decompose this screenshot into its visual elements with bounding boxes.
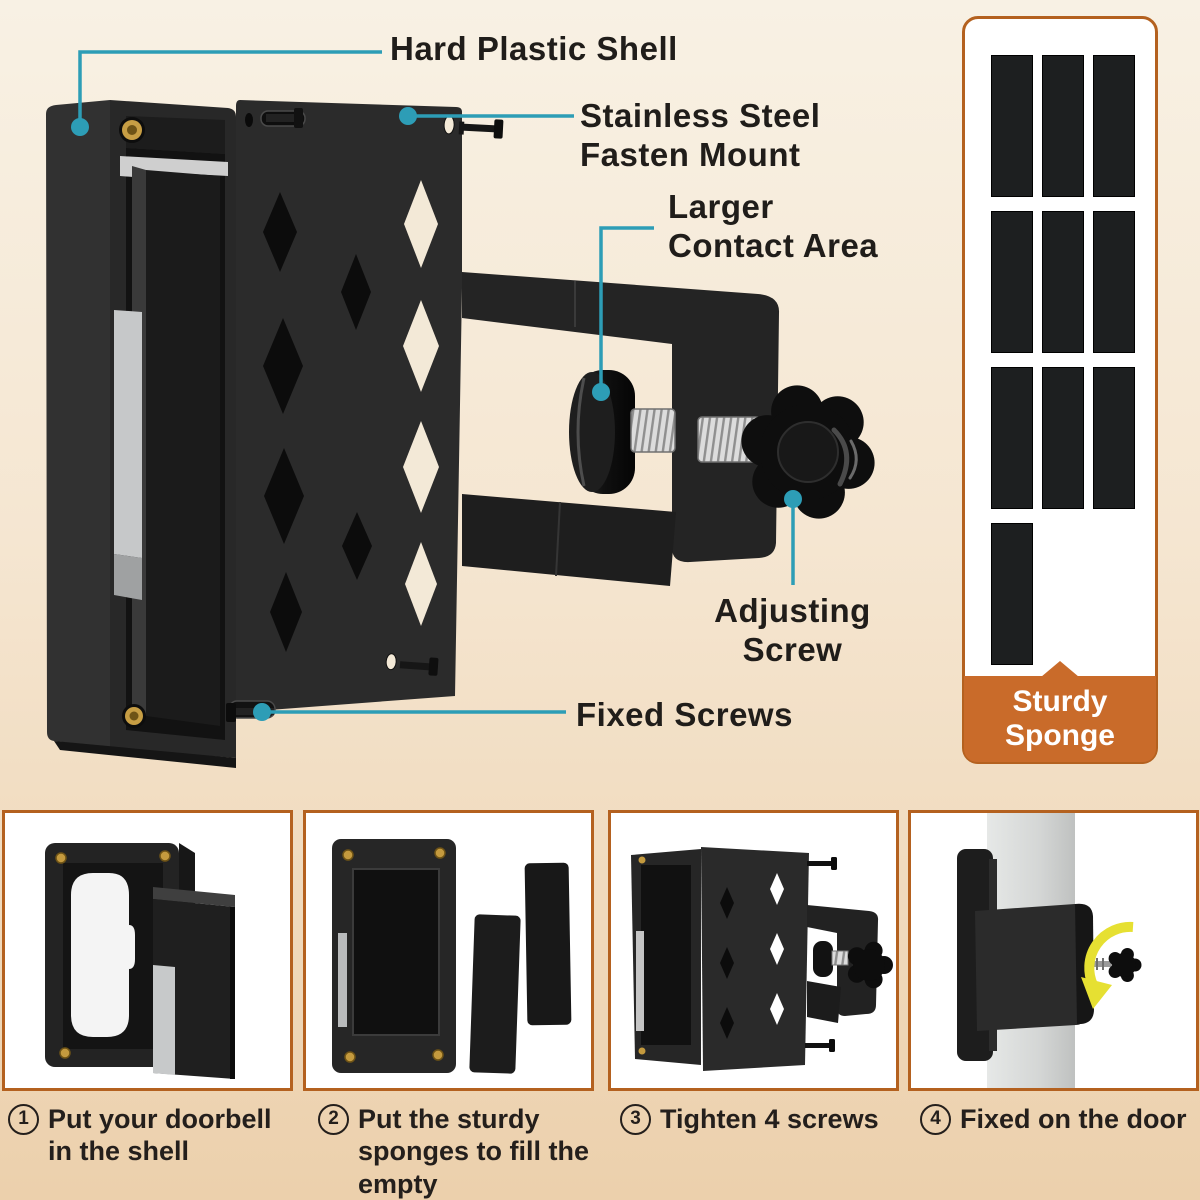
step4-number: 4 <box>920 1104 951 1135</box>
step3-image <box>631 847 893 1071</box>
sponge-strip <box>991 55 1033 197</box>
label-hard-plastic-shell: Hard Plastic Shell <box>390 30 678 67</box>
step2-image <box>332 839 572 1074</box>
step1-panel <box>2 810 293 1091</box>
step4-panel <box>908 810 1199 1091</box>
step2-panel <box>303 810 594 1091</box>
label-stainless-steel-mount: Stainless Steel Fasten Mount <box>580 97 821 173</box>
contact-pad-graphic <box>569 370 635 494</box>
sponge-label: Sturdy Sponge <box>1005 685 1115 752</box>
step1-caption-text: Put your doorbell in the shell <box>48 1104 272 1167</box>
step1-image <box>45 843 235 1079</box>
callout-dot-mount <box>399 107 417 125</box>
step2-number: 2 <box>318 1104 349 1135</box>
sponge-panel: Sturdy Sponge <box>962 16 1158 764</box>
sponge-band: Sturdy Sponge <box>964 661 1156 762</box>
shell-graphic <box>46 100 236 768</box>
step4-image <box>957 813 1142 1088</box>
step2-caption-text: Put the sturdy sponges to fill the empty <box>358 1104 590 1199</box>
sponge-strip <box>991 367 1033 509</box>
mount-plate-graphic <box>226 100 504 722</box>
sponge-strip <box>1093 367 1135 509</box>
sponge-strip <box>1093 211 1135 353</box>
step4-caption: 4 Fixed on the door <box>920 1103 1187 1135</box>
sponge-strip <box>991 211 1033 353</box>
sponge-strip <box>1093 55 1135 197</box>
callout-dot-shell <box>71 118 89 136</box>
label-larger-contact-area: Larger Contact Area <box>668 188 879 264</box>
step3-caption: 3 Tighten 4 screws <box>620 1103 879 1135</box>
sponge-grid <box>965 19 1155 665</box>
callout-dot-knob <box>784 490 802 508</box>
step1-caption: 1 Put your doorbell in the shell <box>8 1103 298 1168</box>
sponge-strip <box>1042 367 1084 509</box>
sponge-strip <box>1042 211 1084 353</box>
callout-dot-screws <box>253 703 271 721</box>
step3-caption-text: Tighten 4 screws <box>660 1104 879 1134</box>
step4-caption-text: Fixed on the door <box>960 1104 1187 1134</box>
callout-line-shell <box>78 50 382 127</box>
adjust-knob-graphic <box>741 385 875 519</box>
sponge-strip <box>991 523 1033 665</box>
step3-number: 3 <box>620 1104 651 1135</box>
sponge-strip <box>1042 55 1084 197</box>
callout-dot-contact <box>592 383 610 401</box>
callout-line-contact <box>599 226 654 390</box>
clamp-graphic <box>462 272 875 586</box>
sponge-band-notch <box>1041 661 1079 677</box>
label-adjusting-screw: Adjusting Screw <box>714 592 871 668</box>
step1-number: 1 <box>8 1104 39 1135</box>
fixed-screw-bottom-right <box>385 653 439 676</box>
label-fixed-screws: Fixed Screws <box>576 696 793 733</box>
fixed-screw-top-left <box>245 108 306 128</box>
fixed-screw-top-right <box>443 115 504 139</box>
step3-panel <box>608 810 899 1091</box>
step2-caption: 2 Put the sturdy sponges to fill the emp… <box>318 1103 608 1200</box>
screw-thread-left <box>630 408 676 453</box>
rotate-arrow <box>1081 921 1134 1009</box>
main-diagram-svg <box>46 50 875 768</box>
